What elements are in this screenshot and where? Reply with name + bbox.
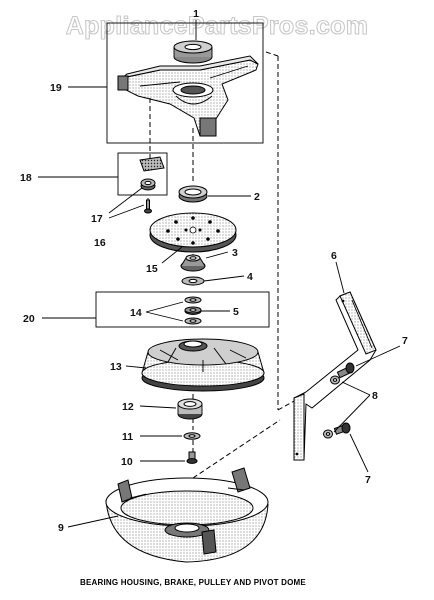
callout-2: 2: [254, 191, 260, 203]
nut-part-17: [140, 178, 156, 191]
callout-5: 5: [233, 306, 239, 318]
pulley-part-13: [141, 338, 265, 392]
bolt-part-10: [186, 451, 198, 464]
bearing-housing-box: [106, 22, 264, 144]
spring-washer-part-3: [180, 254, 206, 272]
watermark-text: AppliancePartsPros.com: [66, 12, 369, 40]
washer-part-11: [183, 432, 201, 440]
screw-part-16: [144, 198, 152, 214]
washer-box: [95, 291, 270, 328]
callout-6: 6: [331, 250, 337, 262]
callout-labels: 1 2 3 4 5 6 7 7 8 9 10 11 12 13 14 15 16…: [20, 8, 408, 534]
callout-10: 10: [121, 456, 133, 468]
leader-lines: [38, 20, 401, 528]
callout-9: 9: [58, 522, 64, 534]
callout-20: 20: [23, 313, 35, 325]
bolt-part-7a: [336, 362, 355, 379]
flat-washer-part-4: [181, 276, 205, 286]
callout-15: 15: [146, 263, 158, 275]
bolt-part-7b: [333, 422, 351, 435]
callout-3: 3: [232, 247, 238, 259]
brake-disc-part-15: [149, 212, 237, 253]
pivot-dome-part-9: [105, 467, 269, 563]
callout-7-top: 7: [402, 335, 408, 347]
brake-plate: [139, 156, 165, 172]
callout-18: 18: [20, 172, 32, 184]
brake-box: [117, 152, 168, 196]
callout-13: 13: [110, 361, 122, 373]
callout-19: 19: [50, 82, 62, 94]
washer-part-8b: [323, 429, 333, 439]
callout-11: 11: [122, 431, 133, 443]
bearing-housing-part-19: [117, 55, 259, 137]
callout-1: 1: [193, 8, 199, 20]
callout-4: 4: [247, 271, 253, 283]
washer-part-8a: [330, 375, 340, 385]
bearing-part-1: [173, 40, 213, 64]
callout-7-bottom: 7: [365, 474, 371, 486]
collar-part-12: [177, 398, 203, 420]
callout-8: 8: [372, 390, 378, 402]
callout-12: 12: [122, 401, 134, 413]
callout-14: 14: [130, 307, 142, 319]
washer-stack-part-5: [184, 296, 202, 325]
center-axis-dashes: [149, 51, 297, 479]
callout-16: 16: [94, 237, 106, 249]
seal-ring-part-2: [178, 185, 208, 203]
callout-17: 17: [91, 213, 103, 225]
diagram-caption: BEARING HOUSING, BRAKE, PULLEY AND PIVOT…: [80, 578, 306, 587]
